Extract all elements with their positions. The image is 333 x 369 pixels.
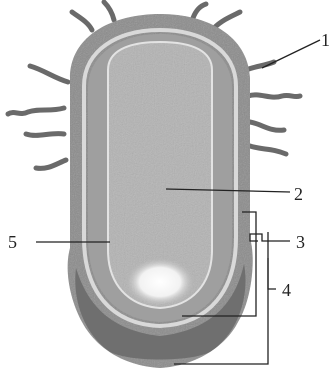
label-4: 4: [282, 280, 291, 300]
label-2: 2: [294, 184, 303, 204]
appendage-right-4: [250, 146, 286, 154]
appendage-left-4: [36, 160, 66, 168]
callout-line-1: [262, 40, 320, 68]
appendage-left-1: [30, 66, 68, 82]
appendage-right-1: [246, 62, 274, 70]
core-tip-highlight: [126, 258, 194, 306]
appendage-left-3: [26, 134, 64, 136]
label-1: 1: [321, 30, 330, 50]
appendage-top-right: [214, 12, 240, 28]
appendage-top-right-2: [193, 4, 206, 18]
appendage-right-2: [248, 95, 300, 97]
appendage-top-left: [72, 12, 92, 30]
label-5: 5: [8, 232, 17, 252]
appendage-right-3: [250, 122, 284, 130]
appendage-left-2: [8, 108, 64, 114]
appendage-top-left-2: [104, 2, 114, 20]
label-3: 3: [296, 232, 305, 252]
